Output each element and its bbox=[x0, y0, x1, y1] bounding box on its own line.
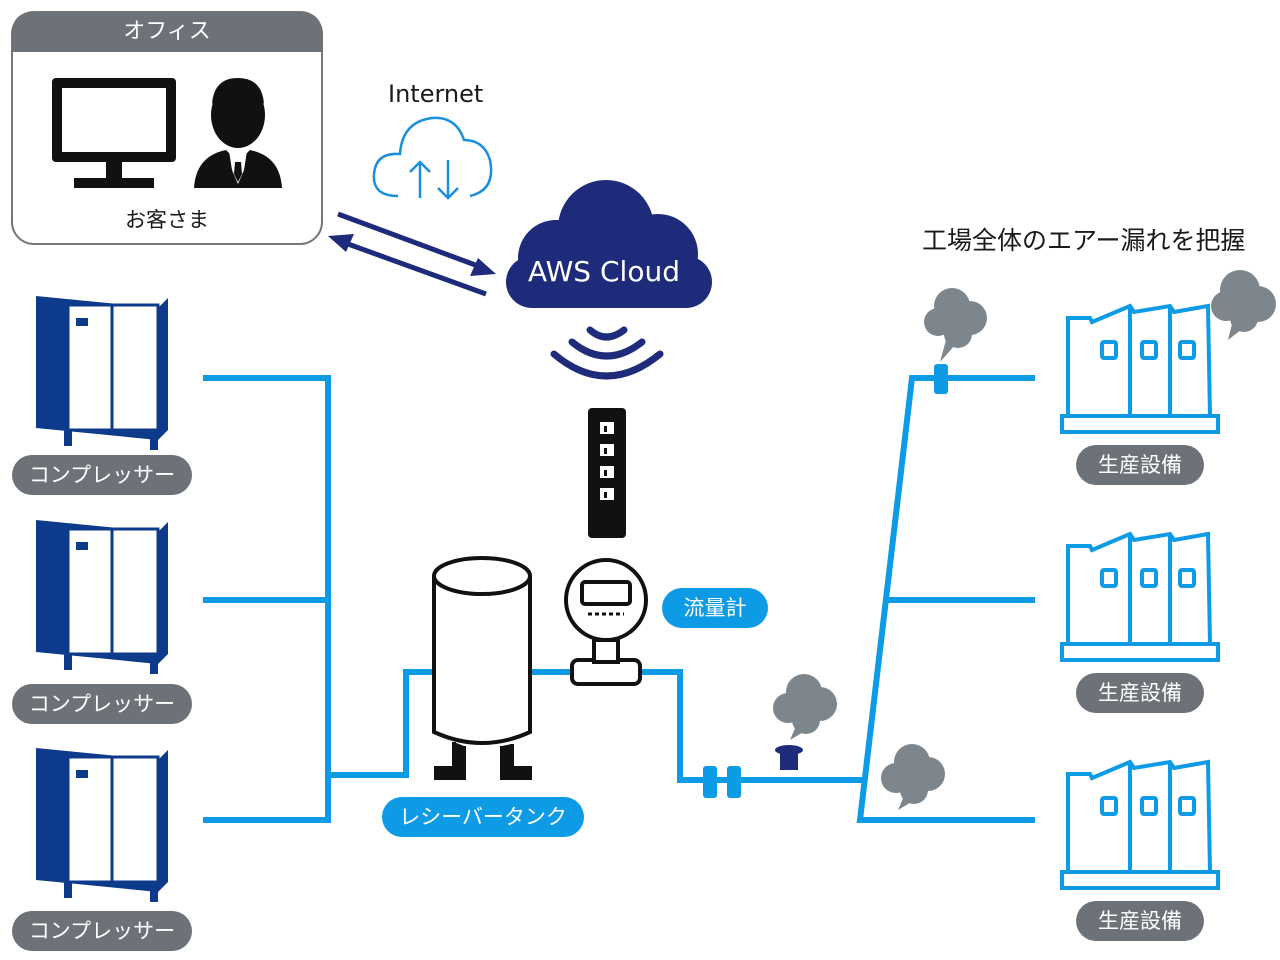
production-equipment-icon bbox=[1060, 759, 1220, 890]
compressor-icon bbox=[36, 748, 168, 902]
pipe-joints bbox=[703, 364, 948, 798]
air-leak-smoke-icon bbox=[924, 288, 987, 362]
equipment-label: 生産設備 bbox=[1076, 445, 1204, 485]
aws-cloud-label: AWS Cloud bbox=[528, 255, 680, 288]
equipment-label: 生産設備 bbox=[1076, 901, 1204, 941]
compressor-icon bbox=[36, 520, 168, 674]
compressor-icon bbox=[36, 296, 168, 450]
person-icon bbox=[194, 78, 282, 188]
compressor-label: コンプレッサー bbox=[12, 455, 192, 495]
office-title: オフィス bbox=[123, 19, 211, 44]
compressor-label: コンプレッサー bbox=[12, 911, 192, 951]
receiver-tank-icon bbox=[432, 556, 532, 780]
flow-meter-icon bbox=[564, 558, 648, 686]
monitor-icon bbox=[52, 78, 176, 188]
headline: 工場全体のエアー漏れを把握 bbox=[922, 226, 1246, 255]
equipment-label: 生産設備 bbox=[1076, 673, 1204, 713]
air-leak-smoke-icon bbox=[1211, 270, 1276, 340]
air-leak-smoke-icon bbox=[881, 744, 945, 810]
leaking-fitting-icon bbox=[775, 745, 803, 770]
data-flow-arrows bbox=[328, 211, 496, 297]
air-leak-smoke-icon bbox=[773, 674, 837, 740]
gateway-device-icon bbox=[588, 408, 626, 538]
internet-cloud-icon bbox=[372, 116, 493, 200]
internet-label: Internet bbox=[388, 80, 484, 108]
pipe-network bbox=[203, 375, 1035, 823]
compressor-label: コンプレッサー bbox=[12, 684, 192, 724]
receiver-tank-label: レシーバータンク bbox=[382, 797, 584, 837]
aws-cloud-icon bbox=[506, 180, 712, 308]
wireless-signal-icon bbox=[550, 326, 664, 380]
production-equipment-icon bbox=[1060, 531, 1220, 662]
customer-label: お客さま bbox=[125, 208, 209, 232]
production-equipment-icon bbox=[1060, 303, 1220, 434]
flow-meter-label: 流量計 bbox=[662, 588, 768, 628]
